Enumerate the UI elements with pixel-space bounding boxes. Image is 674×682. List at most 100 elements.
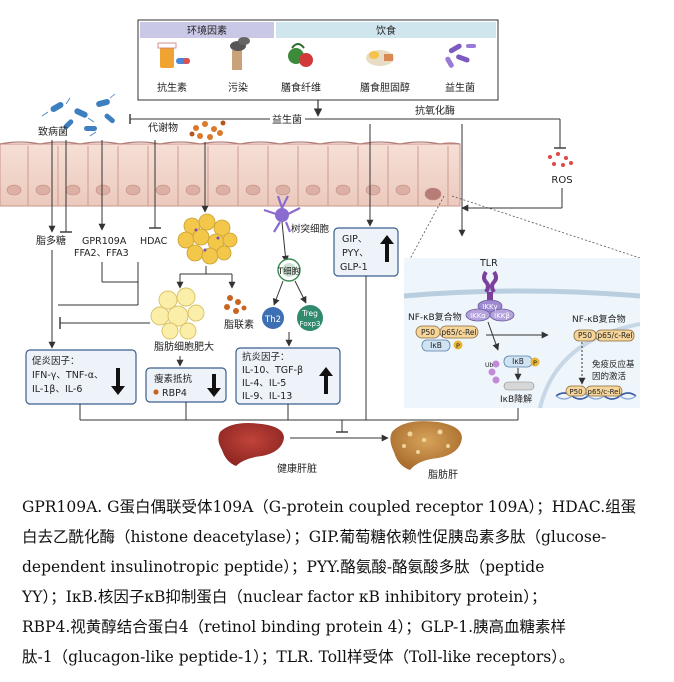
caption-line: RBP4.视黄醇结合蛋白4（retinol binding protein 4）… [22, 618, 567, 636]
adipose-cluster [177, 213, 238, 265]
fatty-liver [390, 421, 462, 470]
svg-text:IκB: IκB [430, 341, 442, 350]
healthy-liver [218, 423, 284, 466]
vegetable-icon [288, 43, 313, 67]
nfkb-left-label: NF-κB复合物 [408, 311, 462, 323]
ikk-complex [465, 299, 515, 322]
pro-inflammatory-box: 促炎因子： IFN-γ、TNF-α、 IL-1β、IL-6 [25, 349, 137, 405]
svg-text:P: P [456, 342, 460, 350]
tlr-receptor [482, 270, 498, 304]
factory-icon [230, 37, 250, 70]
ros-dots [548, 152, 573, 167]
svg-text:p65/c-Rel: p65/c-Rel [588, 388, 621, 396]
ikb-degradation-label: IκB降解 [500, 393, 532, 405]
caption-line: 白去乙酰化酶（histone deacetylase）；GIP.葡萄糖依赖性促胰… [22, 528, 607, 546]
svg-text:P50: P50 [569, 388, 582, 396]
figure-caption: GPR109A. G蛋白偶联受体109A（G-protein coupled r… [22, 492, 656, 672]
ikka-label: IKKα [470, 312, 486, 320]
factor-probiotic: 益生菌 [445, 81, 475, 94]
immune-activation-label-1: 免疫反应基 [592, 359, 635, 370]
pathogen-bacteria [41, 93, 116, 137]
adiponectin-dots [224, 295, 247, 314]
factor-cholesterol: 膳食胆固醇 [360, 81, 410, 94]
gip-pyy-glp1-box: GIP、 PYY、 GLP-1 [333, 227, 399, 277]
caption-line: GPR109A. G蛋白偶联受体109A（G-protein coupled r… [22, 498, 637, 516]
svg-text:抗炎因子：: 抗炎因子： [242, 351, 290, 363]
tlr-label: TLR [479, 258, 498, 269]
t-cell-label: T细胞 [277, 266, 301, 277]
svg-text:RBP4: RBP4 [162, 388, 187, 399]
caption-line: YY）；IκB.核因子κB抑制蛋白（nuclear factor κB inhi… [22, 588, 547, 606]
foxp3-label: Foxp3 [300, 320, 321, 328]
svg-text:P50: P50 [421, 328, 435, 337]
down-arrow-icon [111, 368, 125, 395]
factor-pollution: 污染 [228, 81, 248, 94]
metabolite-label: 代谢物 [148, 121, 178, 134]
up-arrow-icon [319, 367, 333, 394]
nfkb-left-complex [415, 325, 479, 352]
lps-label: 脂多糖 [36, 234, 66, 247]
immune-activation-label-2: 因的激活 [592, 371, 627, 382]
svg-text:IL-4、IL-5: IL-4、IL-5 [242, 378, 286, 389]
leptin-box: 瘦素抵抗 RBP4 [145, 367, 227, 403]
probiotic-label: 益生菌 [272, 113, 302, 126]
svg-text:促炎因子：: 促炎因子： [32, 355, 80, 367]
hypertrophic-adipocytes [150, 287, 205, 340]
dendritic-label: 树突细胞 [291, 223, 330, 235]
dna-strand [555, 385, 637, 400]
svg-text:GLP-1: GLP-1 [340, 262, 368, 273]
ikkb-label: IKKβ [494, 312, 510, 320]
svg-text:P50: P50 [578, 331, 592, 340]
metabolite-dots [189, 120, 226, 140]
svg-text:p65/c-Rel: p65/c-Rel [441, 328, 476, 337]
antibiotic-icon [157, 42, 190, 68]
hdac-label: HDAC [140, 236, 168, 247]
th2-cell [262, 307, 284, 329]
healthy-liver-label: 健康肝脏 [277, 462, 317, 475]
svg-text:PYY、: PYY、 [342, 248, 369, 259]
ffa-label: FFA2、FFA3 [74, 248, 129, 259]
nfkb-right-label: NF-κB复合物 [572, 313, 626, 325]
svg-text:IL-10、TGF-β: IL-10、TGF-β [242, 365, 303, 376]
food-icon [366, 50, 394, 66]
env-header-bg [140, 22, 274, 38]
pathogen-label: 致病菌 [38, 125, 68, 138]
down-arrow-icon [207, 374, 221, 397]
adipocyte-label: 脂肪细胞肥大 [154, 340, 214, 353]
up-arrow-icon [380, 235, 394, 262]
factor-fiber: 膳食纤维 [281, 81, 321, 94]
treg-label: Treg [301, 309, 318, 318]
t-cell [277, 258, 301, 282]
proteasome-icon [503, 381, 535, 391]
gpr109a-label: GPR109A [82, 236, 127, 247]
lipokine-label: 脂联素 [224, 318, 254, 331]
svg-text:p65/c-Rel: p65/c-Rel [597, 331, 632, 340]
caption-line: 肽-1（glucagon-like peptide-1）；TLR. Toll样受… [22, 648, 575, 666]
mechanism-diagram: 环境因素 饮食 [0, 19, 641, 481]
caption-line: dependent insulinotropic peptide）；PYY.酪氨… [22, 558, 545, 576]
svg-text:IκB: IκB [512, 357, 524, 366]
th2-label: Th2 [264, 315, 281, 325]
ikb-ubiquitin [488, 355, 540, 384]
factor-antibiotic: 抗生素 [157, 81, 187, 94]
diet-header-bg [276, 22, 496, 38]
antioxidase-label: 抗氧化酶 [415, 104, 455, 117]
svg-text:P: P [533, 359, 537, 367]
svg-text:IL-1β、IL-6: IL-1β、IL-6 [32, 384, 82, 395]
svg-text:IL-9、IL-13: IL-9、IL-13 [242, 391, 292, 402]
bacteria-icon [445, 43, 476, 68]
factor-panel: 环境因素 饮食 [137, 19, 499, 101]
dendritic-cell [263, 195, 301, 233]
svg-text:GIP、: GIP、 [342, 234, 367, 245]
diet-header: 饮食 [376, 24, 396, 37]
svg-text:IFN-γ、TNF-α、: IFN-γ、TNF-α、 [32, 370, 104, 381]
ub-label: Ub [485, 362, 493, 369]
treg-cell [297, 305, 323, 331]
intestinal-epithelium [0, 141, 461, 207]
nfkb-right-complex [573, 329, 635, 342]
ikkr-label: IKKγ [482, 303, 497, 311]
ros-label: ROS [551, 175, 572, 186]
anti-inflammatory-box: 抗炎因子： IL-10、TGF-β IL-4、IL-5 IL-9、IL-13 [235, 347, 341, 405]
fatty-liver-label: 脂肪肝 [428, 468, 458, 481]
